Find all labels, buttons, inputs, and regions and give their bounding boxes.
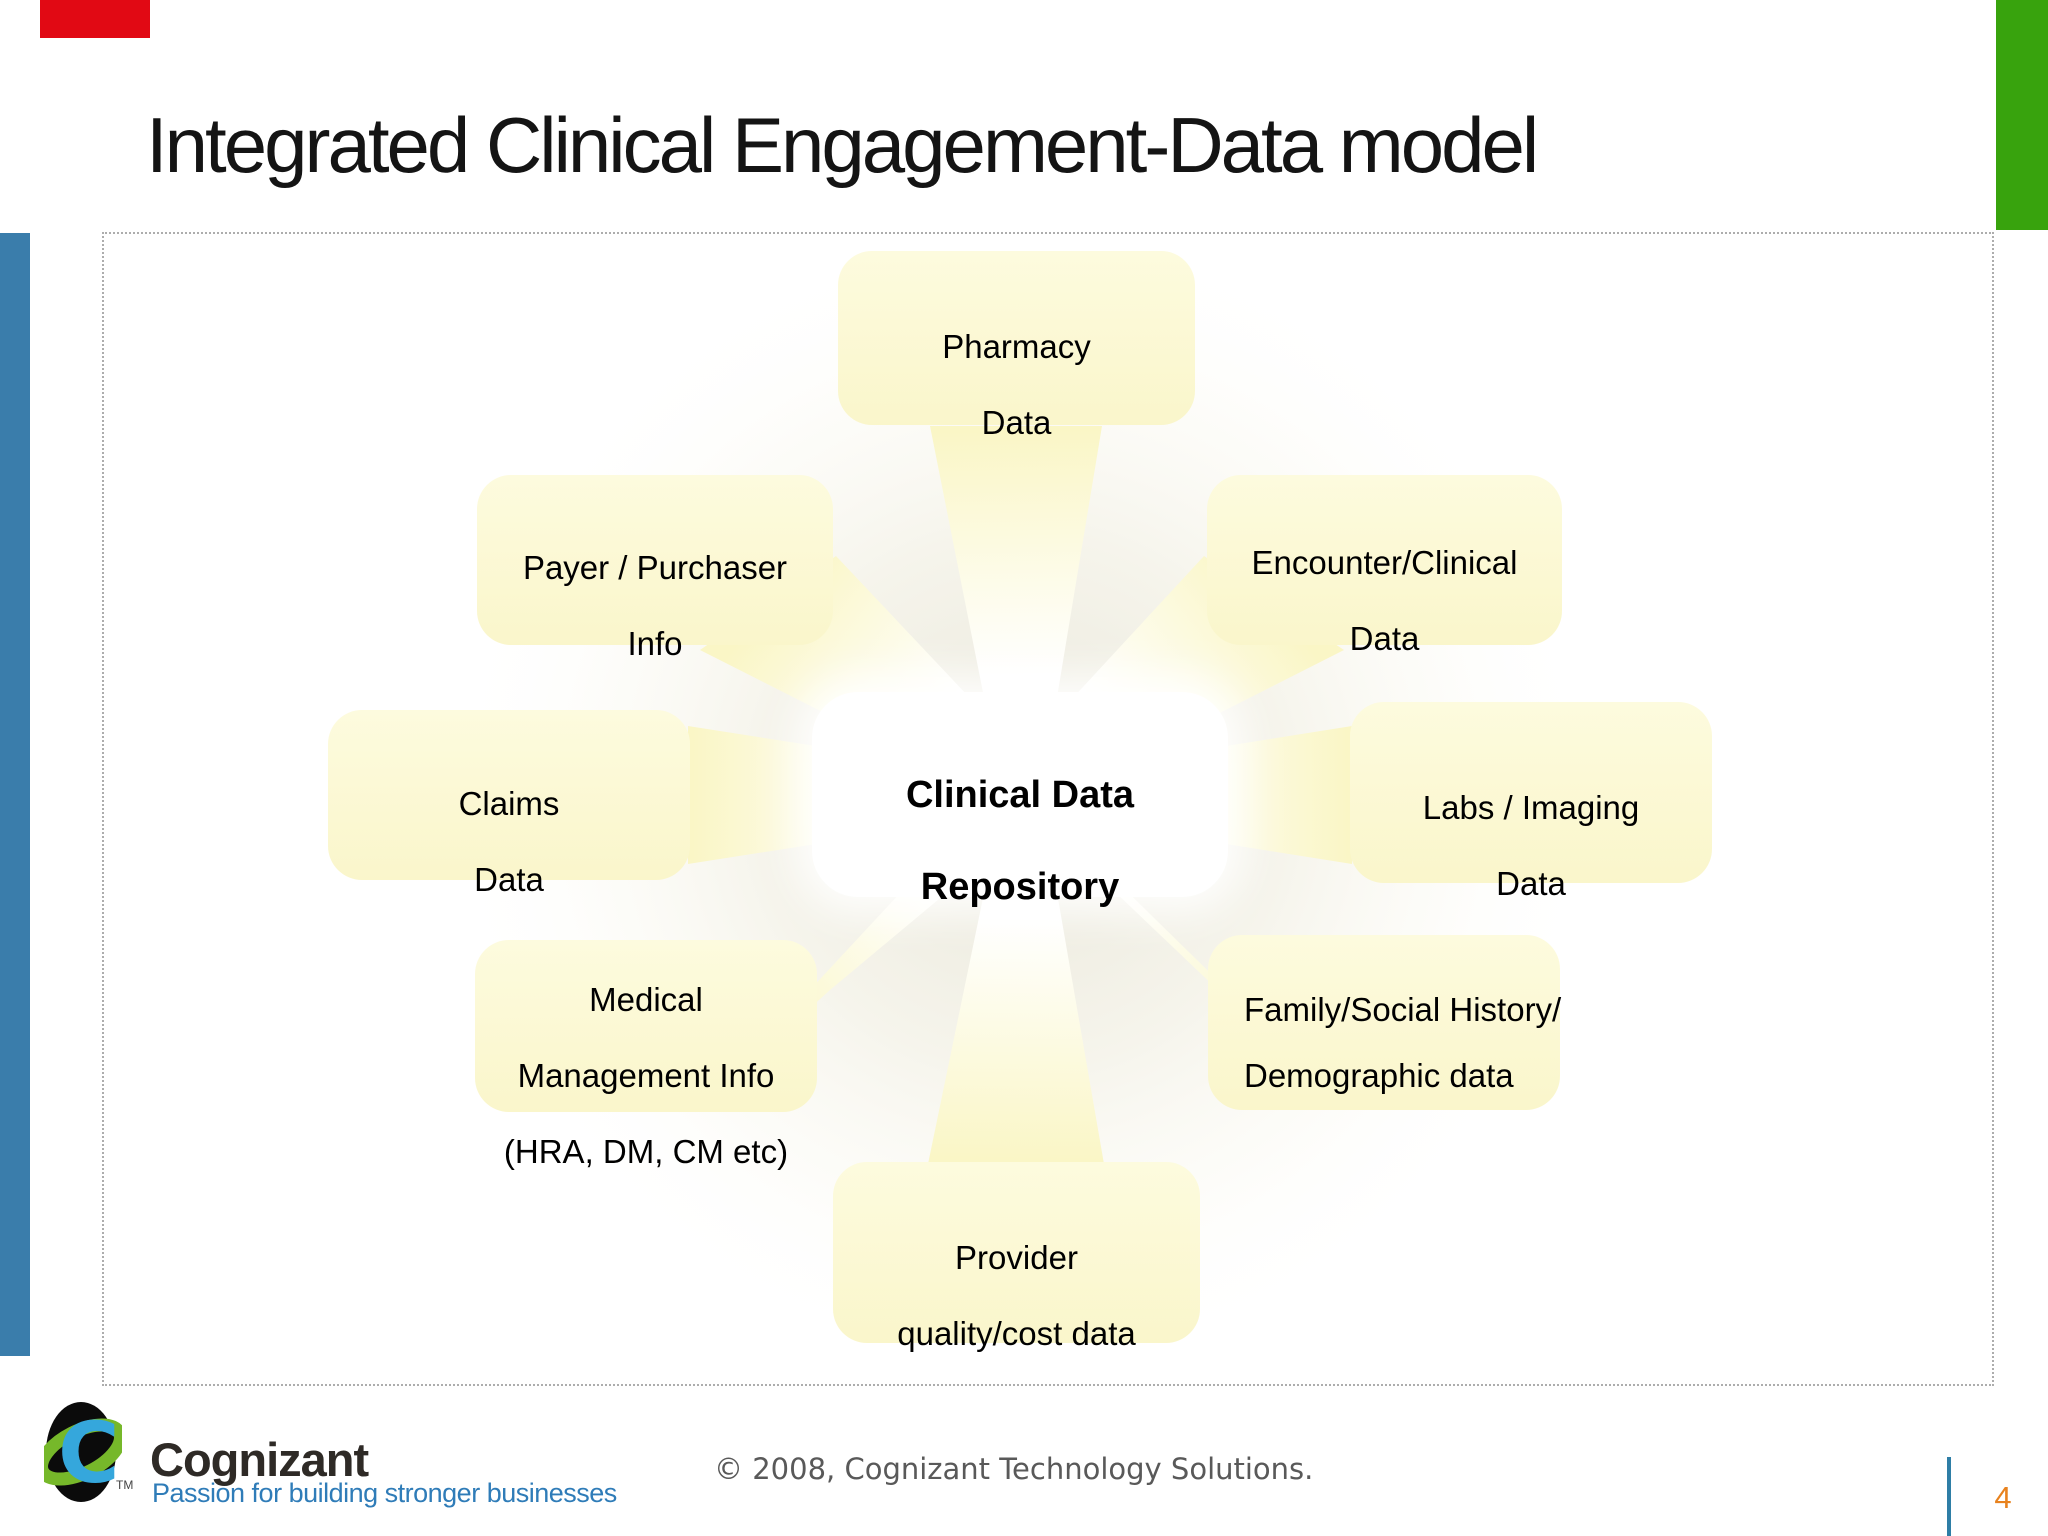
footer-divider-line <box>1947 1457 1951 1536</box>
node-label-line: Provider <box>955 1239 1078 1276</box>
node-medical-management-info: Medical Management Info (HRA, DM, CM etc… <box>475 940 817 1170</box>
brand-name: Cognizant <box>150 1433 369 1486</box>
node-label: Encounter/Clinical Data <box>1207 475 1562 677</box>
node-label-line: Claims <box>458 785 560 822</box>
node-label-line: Management Info <box>517 1057 775 1094</box>
node-label: Payer / Purchaser Info <box>477 475 833 682</box>
node-label-line: Medical <box>589 981 703 1018</box>
node-label-line: Data <box>474 861 544 898</box>
node-label-line: quality/cost data <box>897 1315 1136 1352</box>
node-label: Pharmacy Data <box>838 251 1195 461</box>
brand-tagline: Passion for building stronger businesses <box>152 1478 617 1508</box>
node-labs-imaging-data: Labs / Imaging Data <box>1350 702 1712 902</box>
logo-green-swoosh <box>44 1418 122 1486</box>
node-label-line: Payer / Purchaser <box>522 549 788 586</box>
node-pharmacy-data: Pharmacy Data <box>838 251 1195 441</box>
copyright-text: © 2008, Cognizant Technology Solutions. <box>714 1452 1314 1486</box>
logo-blue-c: C <box>58 1404 120 1502</box>
page-title: Integrated Clinical Engagement-Data mode… <box>146 101 1539 189</box>
node-encounter-clinical-data: Encounter/Clinical Data <box>1207 475 1562 657</box>
hub-label: Clinical Data Repository <box>812 692 1228 933</box>
content-frame-dotted-border <box>102 232 1994 1386</box>
node-label: Claims Data <box>328 710 690 918</box>
trademark-symbol: TM <box>116 1478 134 1492</box>
node-label: Provider quality/cost data <box>833 1162 1200 1372</box>
node-label-line: Family/Social History/ <box>1244 991 1562 1028</box>
node-label: Labs / Imaging Data <box>1350 702 1712 922</box>
node-label-line: Demographic data <box>1244 1057 1514 1094</box>
node-payer-purchaser-info: Payer / Purchaser Info <box>477 475 833 662</box>
node-provider-quality-cost-data: Provider quality/cost data <box>833 1162 1200 1352</box>
hub-label-line: Clinical Data <box>905 774 1135 816</box>
node-label-line: Pharmacy <box>942 328 1091 365</box>
beam-provider <box>928 806 1104 1164</box>
node-label: Medical Management Info (HRA, DM, CM etc… <box>475 940 817 1190</box>
node-label-line: Encounter/Clinical <box>1251 544 1518 581</box>
node-label-line: Data <box>1496 865 1566 902</box>
node-clinical-data-repository: Clinical Data Repository <box>812 692 1228 908</box>
node-family-social-history-demographic: Family/Social History/ Demographic data <box>1208 935 1561 1110</box>
beam-pharmacy <box>930 426 1102 788</box>
template-green-accent-bar <box>1996 0 2048 230</box>
node-label-line: (HRA, DM, CM etc) <box>503 1133 789 1170</box>
node-label-line: Data <box>1349 620 1420 657</box>
template-blue-accent-bar <box>0 233 30 1356</box>
hub-label-line: Repository <box>920 866 1120 908</box>
node-label-line: Data <box>981 404 1052 441</box>
node-label-line: Info <box>627 625 683 662</box>
node-claims-data: Claims Data <box>328 710 690 898</box>
template-red-accent-bar <box>40 0 150 38</box>
node-label: Family/Social History/ Demographic data <box>1208 935 1596 1109</box>
cognizant-logo-mark: C <box>44 1402 122 1502</box>
page-number: 4 <box>1994 1480 2012 1515</box>
node-label-line: Labs / Imaging <box>1422 789 1640 826</box>
